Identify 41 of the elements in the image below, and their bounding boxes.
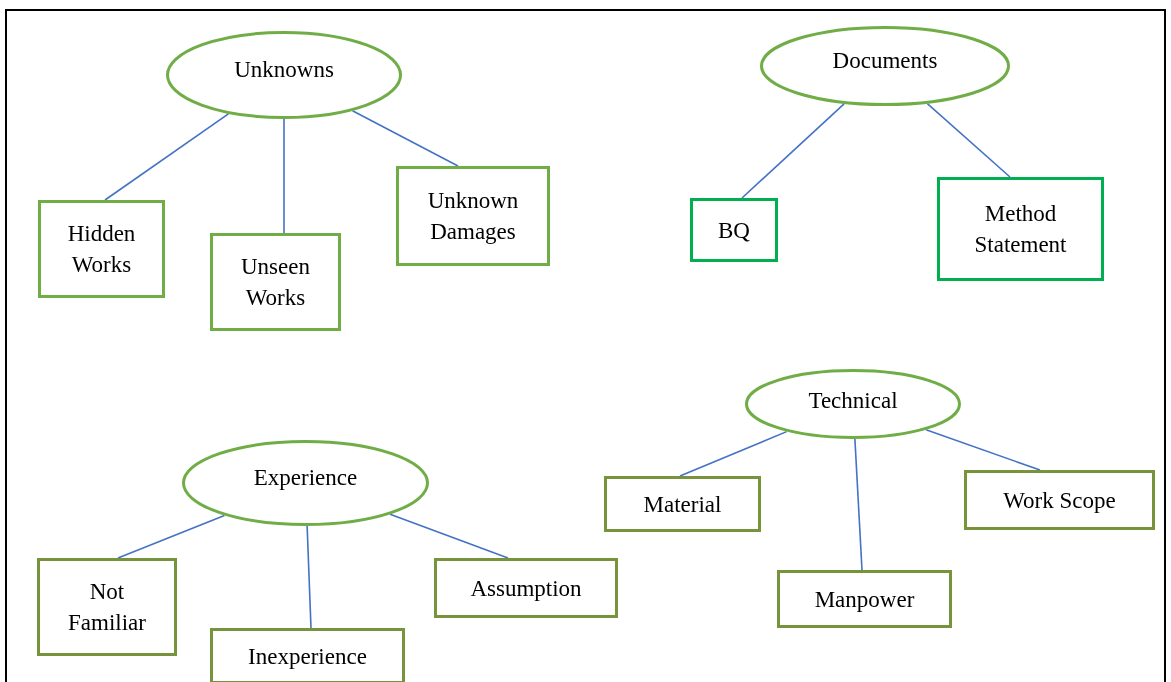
connector-line — [741, 103, 845, 199]
connector-line — [306, 525, 312, 629]
node-label: Unseen Works — [240, 253, 311, 312]
text-box — [434, 558, 618, 618]
connector-line — [926, 102, 1011, 178]
connector-line — [104, 113, 230, 201]
node-label: Inexperience — [248, 642, 367, 671]
text-box — [396, 166, 550, 266]
text-box — [690, 198, 778, 262]
text-box — [964, 470, 1155, 530]
connector-line — [854, 438, 863, 571]
category-label: Documents — [832, 46, 938, 75]
text-box — [210, 628, 405, 682]
connector-line — [117, 514, 226, 559]
text-box — [604, 476, 761, 532]
text-box — [210, 233, 341, 331]
node-label: BQ — [718, 216, 750, 245]
ellipse-node — [166, 31, 402, 119]
connector-line — [389, 513, 509, 559]
node-label: Manpower — [814, 585, 915, 614]
text-box — [37, 558, 177, 656]
category-label: Unknowns — [234, 55, 334, 84]
node-label: Material — [643, 490, 722, 519]
connector-line — [925, 428, 1041, 471]
connector-line — [679, 430, 788, 477]
node-label: Unknown Damages — [426, 187, 520, 246]
text-box — [937, 177, 1104, 281]
text-box — [777, 570, 952, 628]
category-label: Experience — [253, 463, 358, 492]
node-label: Assumption — [470, 574, 582, 603]
node-label: Method Statement — [973, 200, 1068, 259]
ellipse-node — [745, 369, 961, 439]
node-label: Work Scope — [1003, 486, 1116, 515]
node-label: Not Familiar — [67, 578, 147, 637]
category-label: Technical — [808, 386, 898, 415]
ellipse-node — [182, 440, 429, 526]
text-box — [38, 200, 165, 298]
node-label: Hidden Works — [66, 220, 137, 279]
connector-line — [351, 110, 459, 167]
ellipse-node — [760, 26, 1010, 106]
connector-line — [283, 118, 285, 234]
